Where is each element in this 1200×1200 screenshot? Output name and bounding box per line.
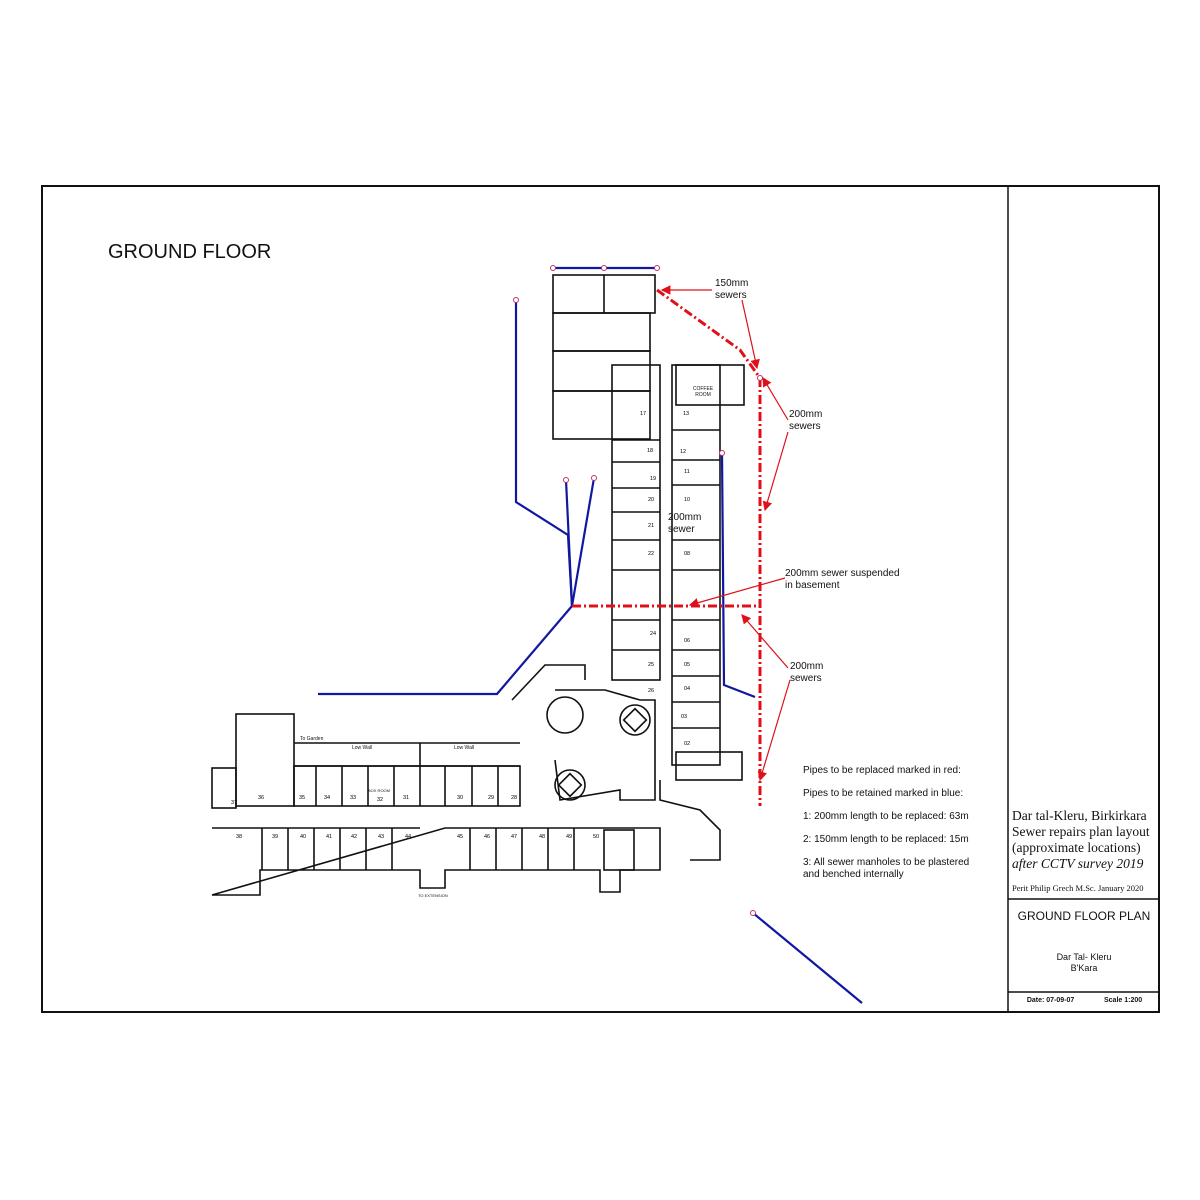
room-number: 34 [324,795,330,801]
annotation-arrows [660,285,791,782]
locality: B'Kara [1070,963,1098,973]
room-number: 10 [684,497,690,503]
room-number: 26 [648,688,654,694]
room-number: 19 [650,476,656,482]
room-number: 49 [566,834,572,840]
retained-pipe [570,477,596,607]
room-number: 02 [684,741,690,747]
room-number: 43 [378,834,384,840]
room-number: 31 [403,795,409,801]
date: Date: 07-09-07 [1026,997,1075,1004]
room-number: 30 [457,795,463,801]
drawing-title: GROUND FLOOR [108,241,272,263]
plan-title: GROUND FLOOR PLAN [1017,909,1151,923]
retained-pipe [318,605,573,696]
room-numbers: 17 18 19 20 21 22 24 25 26 13 12 11 10 08 06 05 04 03 02 37… [231,411,690,840]
replaced-pipes [572,288,762,806]
label-line: in basement [785,580,840,591]
room-number: 42 [351,834,357,840]
label-line: 200mm sewer suspended [785,568,900,579]
label-line: 150mm [715,278,749,289]
author: Perit Philip Grech M.Sc. January 2020 [1012,883,1144,893]
survey-note: after CCTV survey 2019 [1012,856,1144,871]
retained-pipe [752,912,863,1004]
room-number: 40 [300,834,306,840]
room-number: 13 [683,411,689,417]
label-line: sewers [715,290,747,301]
retained-pipe [564,479,574,607]
room-number: 28 [511,795,517,801]
note-red: Pipes to be replaced marked in red: [803,765,961,776]
room-number: 04 [684,686,690,692]
note-1: 1: 200mm length to be replaced: 63m [803,811,969,822]
room-number: 36 [258,795,264,801]
box-room-label: BOX ROOM [368,788,391,793]
room-number: 29 [488,795,494,801]
room-number: 35 [299,795,305,801]
to-garden-label: To Garden [300,736,324,742]
project-note: (approximate locations) [1012,840,1141,855]
label-line: sewers [790,673,822,684]
scale: Scale 1:200 [1104,997,1143,1004]
room-number: 45 [457,834,463,840]
note-3: 3: All sewer manholes to be plastered an… [803,857,970,880]
building-outline [211,274,745,896]
room-number: 25 [648,662,654,668]
low-wall-label: Low Wall [454,745,475,751]
label-line: sewer [668,524,695,535]
site-info: Dar Tal- Kleru B'Kara [1010,952,1158,974]
room-number: 50 [593,834,599,840]
title-block-description: Dar tal-Kleru, Birkirkara Sewer repairs … [1012,808,1157,896]
low-wall-label: Low Wall [352,745,373,751]
room-number: 39 [272,834,278,840]
room-number: 17 [640,411,646,417]
room-number: 18 [647,448,653,454]
room-number: 08 [684,551,690,557]
label-line: sewers [789,421,821,432]
room-number: 22 [648,551,654,557]
room-number: 47 [511,834,517,840]
notes-legend: Pipes to be replaced marked in red: Pipe… [803,765,978,892]
room-number: 33 [350,795,356,801]
note-blue: Pipes to be retained marked in blue: [803,788,964,799]
room-number: 12 [680,449,686,455]
room-number: 03 [681,714,687,720]
retained-pipe [720,452,756,699]
room-number: 44 [405,834,411,840]
label-line: 200mm [668,512,702,523]
retained-pipes [318,266,863,1004]
room-number: 41 [326,834,332,840]
manholes [513,265,763,916]
drawing-frame [41,185,1160,1013]
label-line: 200mm [790,661,824,672]
room-number: 37 [231,800,237,806]
room-number: 24 [650,631,656,637]
coffee-room-label: COFFEE ROOM [692,386,714,398]
room-number: 48 [539,834,545,840]
room-number: 06 [684,638,690,644]
room-number: 11 [684,469,690,475]
label-line: 200mm [789,409,823,420]
room-number: 05 [684,662,690,668]
project-name: Dar tal-Kleru, Birkirkara [1012,808,1147,823]
note-2: 2: 150mm length to be replaced: 15m [803,834,969,845]
retained-pipe [514,300,574,607]
site-name: Dar Tal- Kleru [1056,952,1112,962]
date-scale: Date: 07-09-07 Scale 1:200 [1012,997,1157,1004]
room-number: 32 [377,797,383,803]
room-number: 38 [236,834,242,840]
room-number: 20 [648,497,654,503]
to-extension-label: TO EXTENSION [418,893,448,898]
room-number: 21 [648,523,654,529]
room-number: 46 [484,834,490,840]
project-subtitle: Sewer repairs plan layout [1012,824,1150,839]
